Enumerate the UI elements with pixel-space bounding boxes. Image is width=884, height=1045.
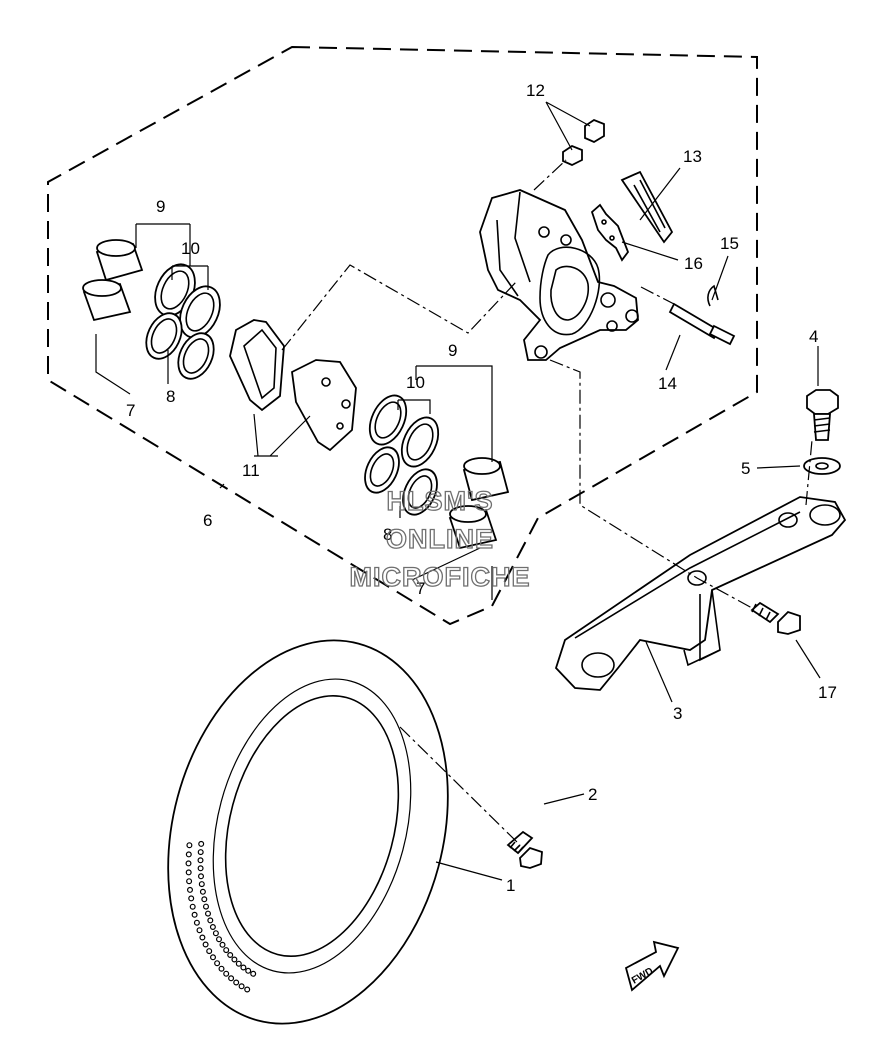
pad-pin bbox=[668, 302, 736, 346]
watermark-line-1: HLSM'S bbox=[387, 486, 494, 516]
disc-hole bbox=[227, 951, 234, 958]
pin-clip bbox=[707, 284, 719, 307]
callout-9a: 9 bbox=[156, 197, 165, 216]
disc-hole bbox=[240, 964, 247, 971]
disc-hole bbox=[187, 886, 194, 893]
disc-hole bbox=[245, 967, 252, 974]
disc-hole bbox=[218, 965, 225, 972]
disc-hole bbox=[209, 923, 216, 930]
pad-support-plate bbox=[620, 170, 674, 244]
disc-hole bbox=[216, 936, 223, 943]
disc-hole bbox=[196, 927, 203, 934]
disc-hole bbox=[189, 903, 196, 910]
watermark-line-2: ONLINE bbox=[386, 524, 494, 554]
disc-hole bbox=[197, 865, 204, 872]
callout-7b: 7 bbox=[416, 579, 425, 598]
disc-hole bbox=[199, 934, 206, 941]
disc-bolt bbox=[506, 830, 543, 869]
brake-disc bbox=[167, 639, 449, 1025]
washer bbox=[803, 457, 841, 475]
seal-rings-right bbox=[364, 394, 440, 516]
disc-hole bbox=[205, 910, 212, 917]
callout-8b: 8 bbox=[383, 525, 392, 544]
disc-hole bbox=[231, 956, 238, 963]
caliper-body bbox=[479, 189, 639, 361]
disc-hole bbox=[212, 930, 219, 937]
disc-hole bbox=[201, 896, 208, 903]
callout-16: 16 bbox=[684, 254, 703, 273]
leader-lines bbox=[95, 101, 821, 881]
piston-left-upper bbox=[95, 239, 144, 282]
disc-hole bbox=[235, 960, 242, 967]
brake-pad-front bbox=[229, 319, 285, 412]
watermark: HLSM'S ONLINE MICROFICHE bbox=[349, 485, 531, 592]
callout-13: 13 bbox=[683, 147, 702, 166]
disc-hole bbox=[199, 888, 206, 895]
callout-15: 15 bbox=[720, 234, 739, 253]
disc-hole bbox=[197, 849, 204, 856]
forward-direction-arrow: FWD bbox=[624, 940, 680, 992]
callout-9b: 9 bbox=[448, 341, 457, 360]
brake-pad-rear bbox=[291, 359, 357, 452]
disc-hole bbox=[185, 851, 192, 858]
callout-11: 11 bbox=[242, 461, 260, 480]
disc-hole bbox=[191, 911, 198, 918]
disc-drill-holes bbox=[185, 840, 257, 993]
callout-14: 14 bbox=[658, 374, 677, 393]
disc-hole bbox=[202, 941, 209, 948]
piston-left-lower bbox=[82, 279, 132, 322]
callout-10b: 10 bbox=[406, 373, 425, 392]
caliper-bracket bbox=[554, 496, 847, 691]
disc-hole bbox=[210, 954, 217, 961]
disc-hole bbox=[233, 979, 240, 986]
disc-hole bbox=[198, 881, 205, 888]
bracket-bolt bbox=[750, 601, 801, 635]
disc-hole bbox=[250, 970, 257, 977]
callout-4: 4 bbox=[809, 327, 818, 346]
callout-17: 17 bbox=[818, 683, 837, 702]
callout-12: 12 bbox=[526, 81, 545, 100]
disc-hole bbox=[206, 948, 213, 955]
piston-right-lower bbox=[448, 505, 498, 550]
callout-7a: 7 bbox=[126, 401, 135, 420]
disc-hole bbox=[244, 986, 251, 993]
watermark-line-3: MICROFICHE bbox=[350, 562, 531, 592]
disc-hole bbox=[223, 947, 230, 954]
callout-1: 1 bbox=[506, 876, 515, 895]
disc-hole bbox=[228, 975, 235, 982]
pad-spring bbox=[590, 203, 630, 262]
callout-5: 5 bbox=[741, 459, 750, 478]
disc-hole bbox=[219, 941, 226, 948]
seal-rings-left bbox=[145, 263, 221, 380]
disc-hole bbox=[203, 903, 210, 910]
disc-hole bbox=[185, 860, 192, 867]
disc-hole bbox=[186, 878, 193, 885]
callout-3: 3 bbox=[673, 704, 682, 723]
disc-hole bbox=[193, 919, 200, 926]
callout-10a: 10 bbox=[181, 239, 200, 258]
bleed-screw-and-cap bbox=[562, 118, 605, 166]
disc-hole bbox=[198, 873, 205, 880]
piston-right-upper bbox=[462, 457, 510, 502]
callout-6: 6 bbox=[203, 511, 212, 530]
caliper-assembly-boundary bbox=[47, 45, 758, 626]
disc-hole bbox=[207, 917, 214, 924]
callout-labels: 1 2 3 4 5 6 7 7 8 8 9 9 10 10 11 12 13 1… bbox=[126, 81, 837, 895]
disc-hole bbox=[186, 842, 193, 849]
callout-8a: 8 bbox=[166, 387, 175, 406]
disc-hole bbox=[188, 895, 195, 902]
disc-hole bbox=[223, 970, 230, 977]
mounting-bolt bbox=[806, 389, 839, 441]
disc-hole bbox=[198, 840, 205, 847]
disc-hole bbox=[238, 983, 245, 990]
assembly-lines bbox=[281, 159, 813, 846]
disc-hole bbox=[214, 960, 221, 967]
disc-hole bbox=[185, 869, 192, 876]
disc-hole bbox=[197, 857, 204, 864]
callout-2: 2 bbox=[588, 785, 597, 804]
